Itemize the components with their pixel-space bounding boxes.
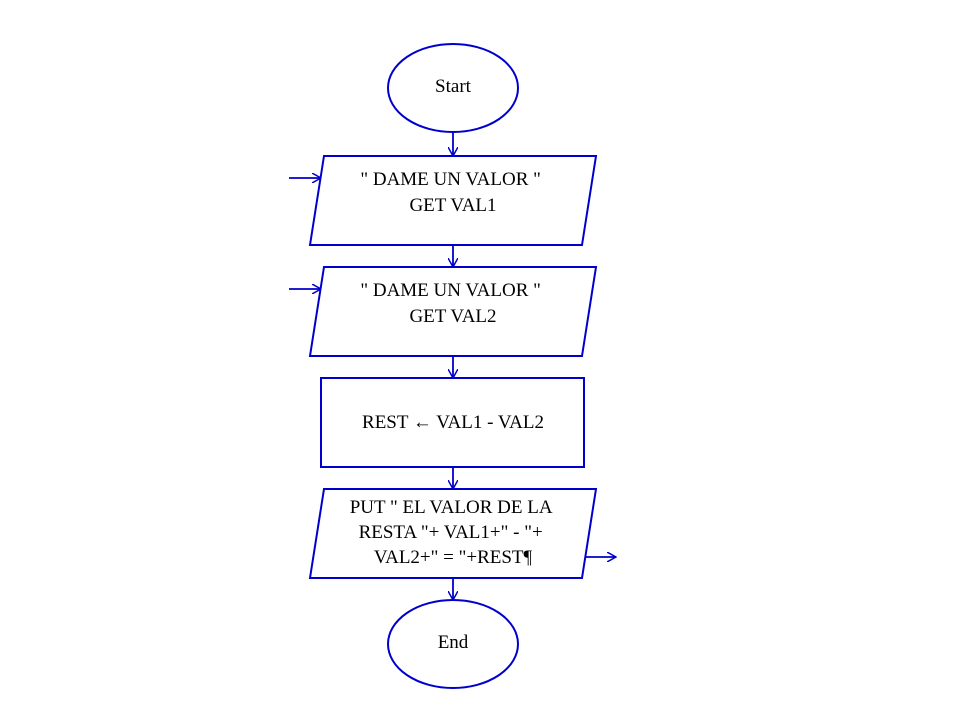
svg-text:PUT " EL VALOR DE LA RES: PUT " EL VALOR DE LA RESTA "+ VAL1+" - "… <box>350 497 557 568</box>
node-process-line: REST ← VAL1 - VAL2 <box>362 412 544 433</box>
io-markers <box>289 178 616 557</box>
node-output-line: VAL2+" = "+REST¶ <box>374 547 533 568</box>
svg-text:REST ← VAL1 - VAL2: REST ← VAL1 - VAL2 <box>362 412 544 433</box>
node-input1: " DAME UN VALOR " GET VAL1 <box>308 155 598 246</box>
node-input1-line: " DAME UN VALOR " <box>360 169 541 190</box>
node-process: REST ← VAL1 - VAL2 <box>320 377 585 468</box>
node-input2: " DAME UN VALOR " GET VAL2 <box>308 266 598 357</box>
node-end: End <box>387 599 519 689</box>
node-input2-line: " DAME UN VALOR " <box>360 280 541 301</box>
node-end-line: End <box>438 632 469 653</box>
node-output: PUT " EL VALOR DE LA RESTA "+ VAL1+" - "… <box>308 488 598 579</box>
node-output-line: RESTA "+ VAL1+" - "+ <box>359 522 543 543</box>
node-input1-line: GET VAL1 <box>409 195 496 216</box>
svg-text:End: End <box>438 632 469 653</box>
svg-text:" DAME UN VALOR " GET VA: " DAME UN VALOR " GET VAL1 <box>360 169 545 216</box>
node-input2-line: GET VAL2 <box>409 306 496 327</box>
node-output-line: PUT " EL VALOR DE LA <box>350 497 553 518</box>
node-start-line: Start <box>435 76 472 97</box>
node-start: Start <box>387 43 519 133</box>
svg-text:Start: Start <box>435 76 472 97</box>
svg-text:" DAME UN VALOR " GET VA: " DAME UN VALOR " GET VAL2 <box>360 280 545 327</box>
